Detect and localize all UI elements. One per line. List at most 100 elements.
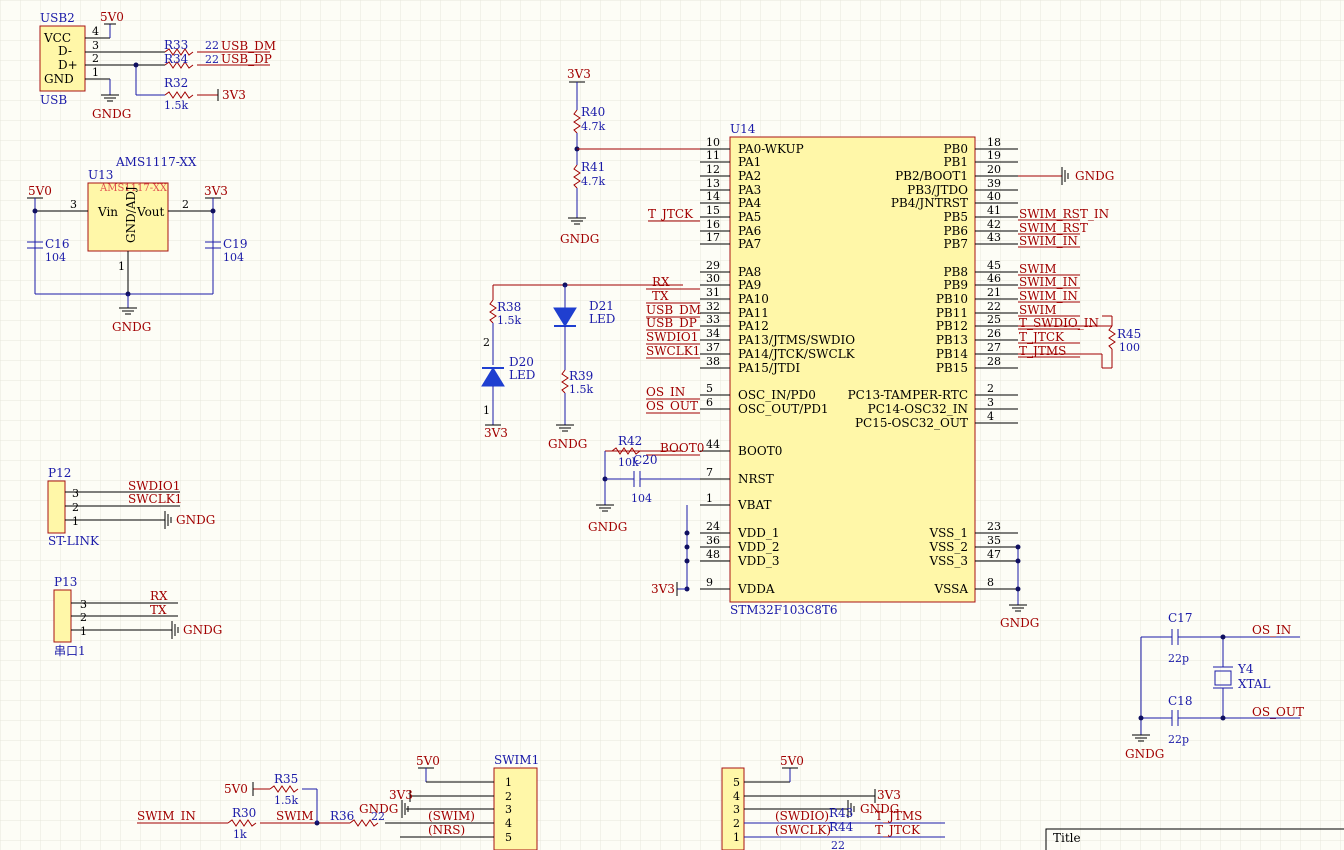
- net-usb-dm: USB_DM: [221, 39, 276, 53]
- d20-pin1: 1: [483, 404, 490, 417]
- mcu-pin-name: PA2: [738, 169, 761, 183]
- swd-swclk-lbl: (SWCLK): [775, 823, 831, 837]
- ldo-regulator[interactable]: AMS1117-XX U13 AMS1117-XX Vin Vout GND/A…: [27, 155, 247, 334]
- mcu-pin-name: PB3/JTDO: [907, 183, 968, 197]
- swim-pin2: 2: [505, 790, 512, 803]
- mcu-pin-name: PA3: [738, 183, 761, 197]
- stlink-header[interactable]: P12 ST-LINK 3 2 1 SWDIO1 SWCLK1 GNDG: [47, 466, 215, 548]
- mcu-pin-number: 10: [706, 136, 720, 149]
- mcu-pin-number: 42: [987, 218, 1001, 231]
- usb-connector[interactable]: USB2 VCC D- D+ GND USB 4 3 2 1 5V0 GNDG …: [39, 10, 276, 121]
- mcu-pin-number: 25: [987, 313, 1001, 326]
- uart-header[interactable]: P13 串口1 3 2 1 RX TX GNDG: [53, 575, 222, 658]
- swd-r-ref2: R44: [829, 820, 854, 834]
- r42-ref: R42: [618, 434, 642, 448]
- swd-pin3: 3: [733, 803, 740, 816]
- mcu-pin-net: SWIM_IN: [1019, 234, 1078, 248]
- swim-interface[interactable]: SWIM1 1 2 3 4 5 5V0 3V3 GNDG (SWIM) (NRS…: [137, 753, 539, 850]
- crystal-circuit[interactable]: C17 22p C18 22p Y4 XTAL OS_IN OS_OUT GND…: [1125, 611, 1304, 761]
- uart-name: 串口1: [54, 644, 86, 658]
- mcu-pin-number: 47: [987, 548, 1001, 561]
- mcu-pin-name: PA8: [738, 265, 761, 279]
- ldo-name: AMS1117-XX: [115, 155, 197, 169]
- swim-swim-lbl: (SWIM): [428, 809, 475, 823]
- swim-pin1: 1: [505, 776, 512, 789]
- mcu-pin-number: 17: [706, 231, 720, 244]
- swd-swdio-lbl: (SWDIO): [775, 809, 829, 823]
- swd-r-ref: R43: [829, 806, 853, 820]
- usb-pinnum-2: 2: [92, 52, 99, 65]
- c18-ref: C18: [1168, 694, 1192, 708]
- swd-interface[interactable]: 5 4 3 2 1 5V0 3V3 GNDG (SWDIO) (SWCLK) R…: [721, 754, 945, 850]
- usb-5v0: 5V0: [100, 10, 124, 24]
- mcu-pin-number: 24: [706, 520, 720, 533]
- mcu-pin-name: VDD_3: [737, 554, 780, 568]
- mcu-pin-name: PA10: [738, 292, 769, 306]
- ldo-out-net: 3V3: [204, 184, 228, 198]
- led-indicators[interactable]: R38 1.5k 2 D20 LED 1 3V3 D21 LED R39 1.5…: [481, 282, 683, 452]
- c19-ref: C19: [223, 237, 247, 251]
- mcu-pin-net: SWDIO1: [646, 330, 698, 344]
- boot-divider[interactable]: 3V3 R40 4.7k R41 4.7k GNDG: [560, 67, 700, 246]
- vdda-3v3: 3V3: [651, 582, 675, 596]
- r33-val: 22: [205, 39, 219, 52]
- uart-ref: P13: [54, 575, 77, 589]
- mcu-pin-net: RX: [652, 275, 670, 289]
- mcu-pin-net: USB_DM: [646, 303, 701, 317]
- stlink-swdio: SWDIO1: [128, 479, 180, 493]
- mcu-pin-number: 44: [706, 438, 720, 451]
- r30-ref: R30: [232, 806, 256, 820]
- mcu-pin-net: USB_DP: [646, 316, 697, 330]
- stlink-gnd: GNDG: [176, 513, 215, 527]
- mcu-pin-number: 3: [987, 396, 994, 409]
